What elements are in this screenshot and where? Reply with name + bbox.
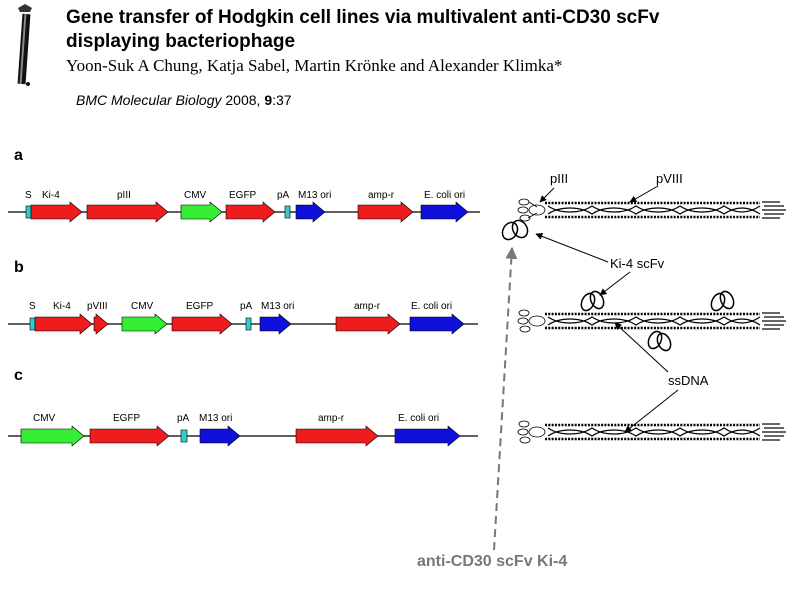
m13-ori-arrow-c: [199, 425, 241, 447]
label-s-a: S: [25, 190, 32, 201]
egfp-gene-arrow-b: [171, 313, 233, 335]
phage-body-1: [545, 201, 786, 219]
panel-label-b: b: [14, 259, 24, 276]
m13-ori-arrow-b: [259, 313, 292, 335]
cmv-promoter-arrow-b: [121, 313, 168, 335]
label-pviii: pVIII: [656, 171, 683, 186]
label-egfp-b: EGFP: [186, 301, 214, 312]
label-amp-a: amp-r: [368, 190, 395, 201]
label-m13-b: M13 ori: [261, 301, 294, 312]
ki4-scfv-on-pviii-1: [580, 290, 605, 312]
label-ssdna: ssDNA: [668, 373, 709, 388]
label-m13-a: M13 ori: [298, 190, 331, 201]
label-piii-a: pIII: [117, 190, 131, 201]
panel-label-c: c: [14, 367, 23, 384]
construct-b: S Ki-4 pVIII CMV EGFP pA M13 ori amp-r E…: [8, 301, 478, 335]
amp-r-arrow-b: [335, 313, 401, 335]
ki4-scfv-on-pviii-3: [647, 330, 672, 352]
label-pviii-b: pVIII: [87, 301, 108, 312]
ssdna-pointer-2: [624, 389, 679, 433]
paper-title: Gene transfer of Hodgkin cell lines via …: [66, 6, 659, 54]
ssdna-pointer-1: [614, 322, 669, 373]
journal-citation: BMC Molecular Biology 2008, 9:37: [76, 92, 292, 108]
label-piii: pIII: [550, 171, 568, 186]
label-ki4-scfv: Ki-4 scFv: [610, 256, 665, 271]
construct-a: S Ki-4 pIII CMV EGFP pA M13 ori amp-r E.…: [8, 190, 480, 223]
ki4-gene-arrow-a: [30, 201, 83, 223]
ecoli-ori-arrow-b: [409, 313, 465, 335]
ki4-scfv-on-pviii-2: [710, 290, 735, 312]
label-egfp-c: EGFP: [113, 413, 141, 424]
ecoli-ori-arrow-c: [394, 425, 461, 447]
egfp-gene-arrow-c: [89, 425, 170, 447]
scfv-callout-arrow: [493, 246, 518, 551]
construct-c: CMV EGFP pA M13 ori amp-r E. coli ori: [8, 413, 478, 447]
journal-volume: 9: [264, 92, 273, 108]
amp-r-arrow-a: [357, 201, 414, 223]
label-cmv-b: CMV: [131, 301, 154, 312]
journal-year: 2008,: [221, 92, 265, 108]
piii-tip-3: [517, 420, 546, 444]
cmv-promoter-arrow-c: [20, 425, 85, 447]
pa-box-c: [180, 429, 188, 443]
piii-tip-1: [517, 198, 546, 222]
ki4-gene-arrow-b: [34, 313, 93, 335]
journal-name: BMC Molecular Biology: [76, 92, 222, 108]
phage-pviii-display: [517, 290, 786, 352]
piii-pointer: [539, 187, 555, 203]
ki4-scfv-on-piii: [501, 219, 529, 241]
label-pa-a: pA: [277, 190, 290, 201]
piii-tip-2: [517, 309, 546, 333]
label-ki4-a: Ki-4: [42, 190, 60, 201]
ki4-scfv-pointer-2: [599, 271, 631, 296]
label-s-b: S: [29, 301, 36, 312]
label-ecoli-a: E. coli ori: [424, 190, 465, 201]
pa-box-a: [284, 205, 291, 219]
cmv-promoter-arrow-a: [180, 201, 223, 223]
label-pa-c: pA: [177, 413, 190, 424]
ecoli-ori-arrow-a: [420, 201, 469, 223]
author-list: Yoon-Suk A Chung, Katja Sabel, Martin Kr…: [66, 56, 563, 75]
egfp-gene-arrow-a: [225, 201, 276, 223]
label-ecoli-b: E. coli ori: [411, 301, 452, 312]
anti-cd30-scfv-callout: anti-CD30 scFv Ki-4: [417, 553, 568, 570]
pviii-pointer: [629, 185, 659, 203]
piii-gene-arrow-a: [86, 201, 169, 223]
phage-no-display: [517, 420, 786, 444]
paper-title-line-1: Gene transfer of Hodgkin cell lines via …: [66, 7, 660, 28]
label-ecoli-c: E. coli ori: [398, 413, 439, 424]
pa-box-b: [245, 317, 252, 331]
panel-label-a: a: [14, 147, 23, 164]
pviii-gene-arrow-b: [93, 313, 109, 335]
signal-peptide-box-b: [29, 317, 36, 331]
label-amp-c: amp-r: [318, 413, 345, 424]
label-egfp-a: EGFP: [229, 190, 257, 201]
label-m13-c: M13 ori: [199, 413, 232, 424]
phage-body-2: [545, 312, 786, 330]
label-amp-b: amp-r: [354, 301, 381, 312]
m13-ori-arrow-a: [295, 201, 326, 223]
phage-piii-display: pIII pVIII: [501, 171, 786, 241]
label-cmv-c: CMV: [33, 413, 56, 424]
journal-pages: :37: [272, 92, 292, 108]
paper-title-line-2: displaying bacteriophage: [66, 31, 296, 52]
signal-peptide-box-a: [25, 205, 32, 219]
ki4-scfv-pointer-1: [535, 233, 609, 263]
label-ki4-b: Ki-4: [53, 301, 71, 312]
phage-body-3: [545, 423, 786, 441]
label-cmv-a: CMV: [184, 190, 207, 201]
amp-r-arrow-c: [295, 425, 379, 447]
label-pa-b: pA: [240, 301, 253, 312]
journal-logo: [12, 4, 38, 88]
